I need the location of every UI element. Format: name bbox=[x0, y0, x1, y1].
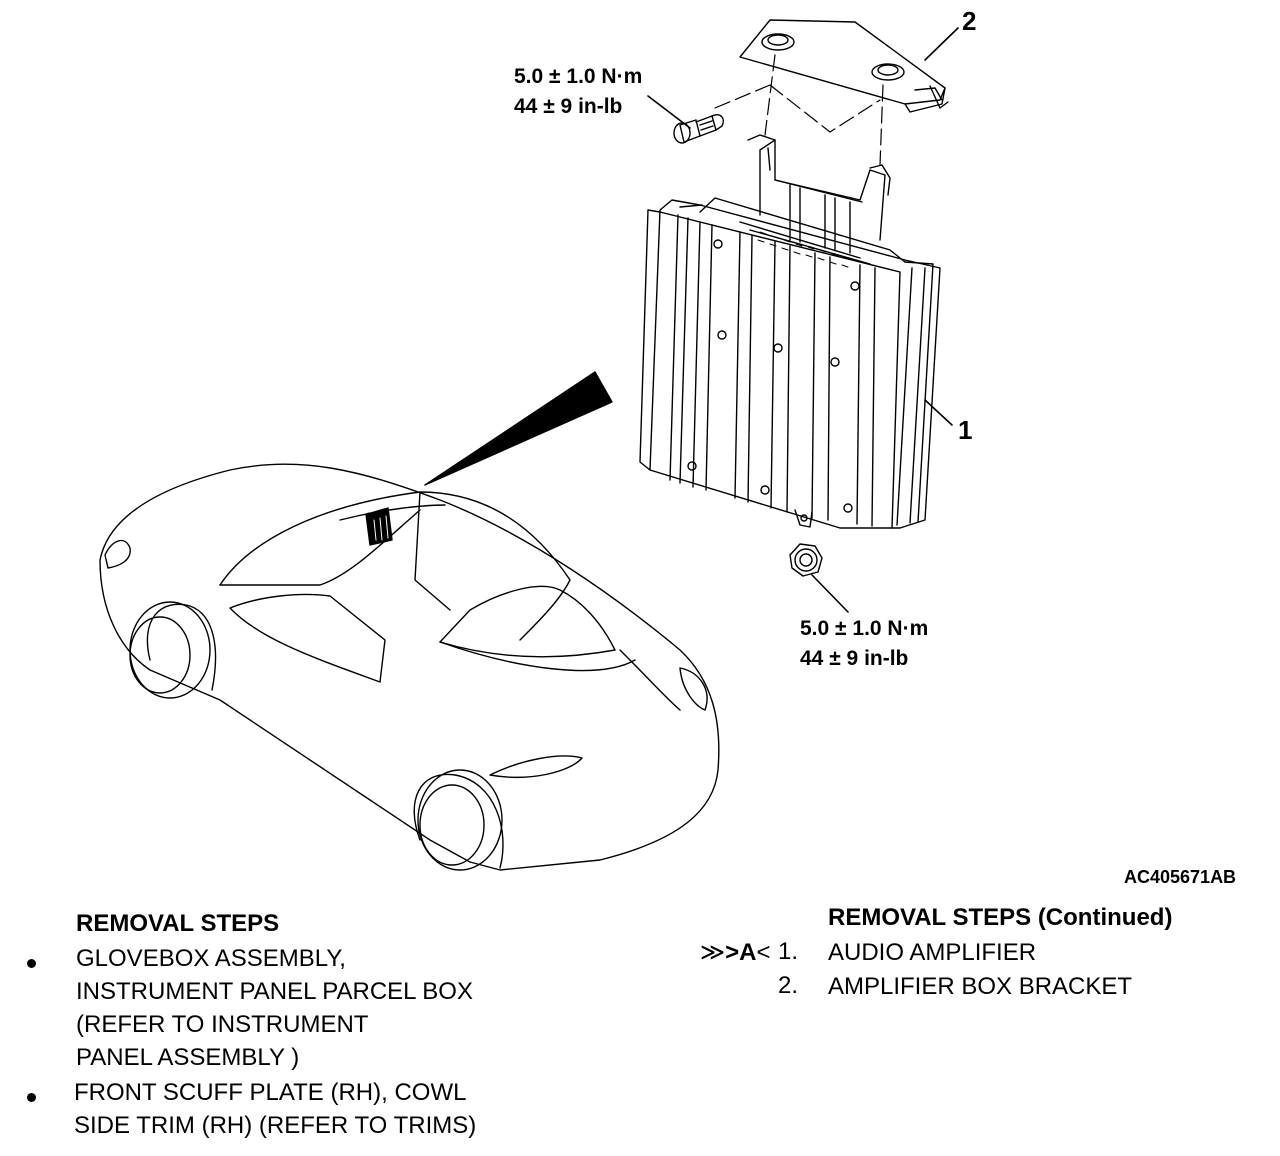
step-line: (REFER TO INSTRUMENT bbox=[76, 1011, 369, 1038]
figure-id: AC405671AB bbox=[1124, 867, 1237, 887]
step-line: SIDE TRIM (RH) (REFER TO TRIMS) bbox=[74, 1112, 477, 1139]
right-step-1-label: AUDIO AMPLIFIER bbox=[828, 939, 1037, 966]
torque-spec-bottom: 5.0 ± 1.0 N·m 44 ± 9 in-lb bbox=[800, 614, 928, 674]
step-line: FRONT SCUFF PLATE (RH), COWL bbox=[74, 1079, 467, 1106]
alignment-lines bbox=[714, 54, 884, 166]
left-step-2: FRONT SCUFF PLATE (RH), COWL SIDE TRIM (… bbox=[74, 1076, 476, 1142]
nut-bottom bbox=[789, 543, 823, 577]
step-line: PANEL ASSEMBLY ) bbox=[76, 1044, 300, 1071]
vehicle-outline bbox=[99, 463, 720, 871]
left-steps-title: REMOVAL STEPS bbox=[76, 910, 280, 937]
marker-post: < bbox=[756, 939, 771, 966]
step-line: GLOVEBOX ASSEMBLY, bbox=[76, 945, 346, 972]
torque-imperial: 44 ± 9 in-lb bbox=[514, 95, 623, 118]
torque-metric: 5.0 ± 1.0 N·m bbox=[514, 65, 643, 88]
step-number: 2. bbox=[778, 972, 799, 999]
marker-pre: ≫ bbox=[700, 939, 726, 966]
callout-part-1: 1 bbox=[958, 415, 973, 445]
torque-metric: 5.0 ± 1.0 N·m bbox=[800, 617, 929, 640]
left-step-1: GLOVEBOX ASSEMBLY, INSTRUMENT PANEL PARC… bbox=[76, 942, 473, 1074]
audio-amplifier bbox=[639, 134, 941, 529]
location-pointer bbox=[424, 371, 613, 486]
callout-part-2: 2 bbox=[962, 6, 977, 36]
amplifier-box-bracket bbox=[739, 19, 949, 113]
step-line: INSTRUMENT PANEL PARCEL BOX bbox=[76, 978, 473, 1005]
right-step-2-label: AMPLIFIER BOX BRACKET bbox=[828, 973, 1133, 1000]
leader-lines bbox=[647, 27, 959, 613]
service-point-marker: ≫>A< bbox=[700, 938, 771, 967]
amplifier-removal-diagram bbox=[99, 19, 959, 871]
right-steps-title: REMOVAL STEPS (Continued) bbox=[828, 904, 1173, 931]
amplifier-location-marker bbox=[365, 505, 393, 546]
bolt-top bbox=[673, 114, 724, 144]
bullet-icon bbox=[27, 1093, 36, 1102]
step-number: 1. bbox=[778, 938, 799, 965]
marker-letter: >A bbox=[725, 939, 757, 966]
torque-imperial: 44 ± 9 in-lb bbox=[800, 647, 909, 670]
torque-spec-top: 5.0 ± 1.0 N·m 44 ± 9 in-lb bbox=[514, 62, 642, 122]
bullet-icon bbox=[27, 959, 36, 968]
